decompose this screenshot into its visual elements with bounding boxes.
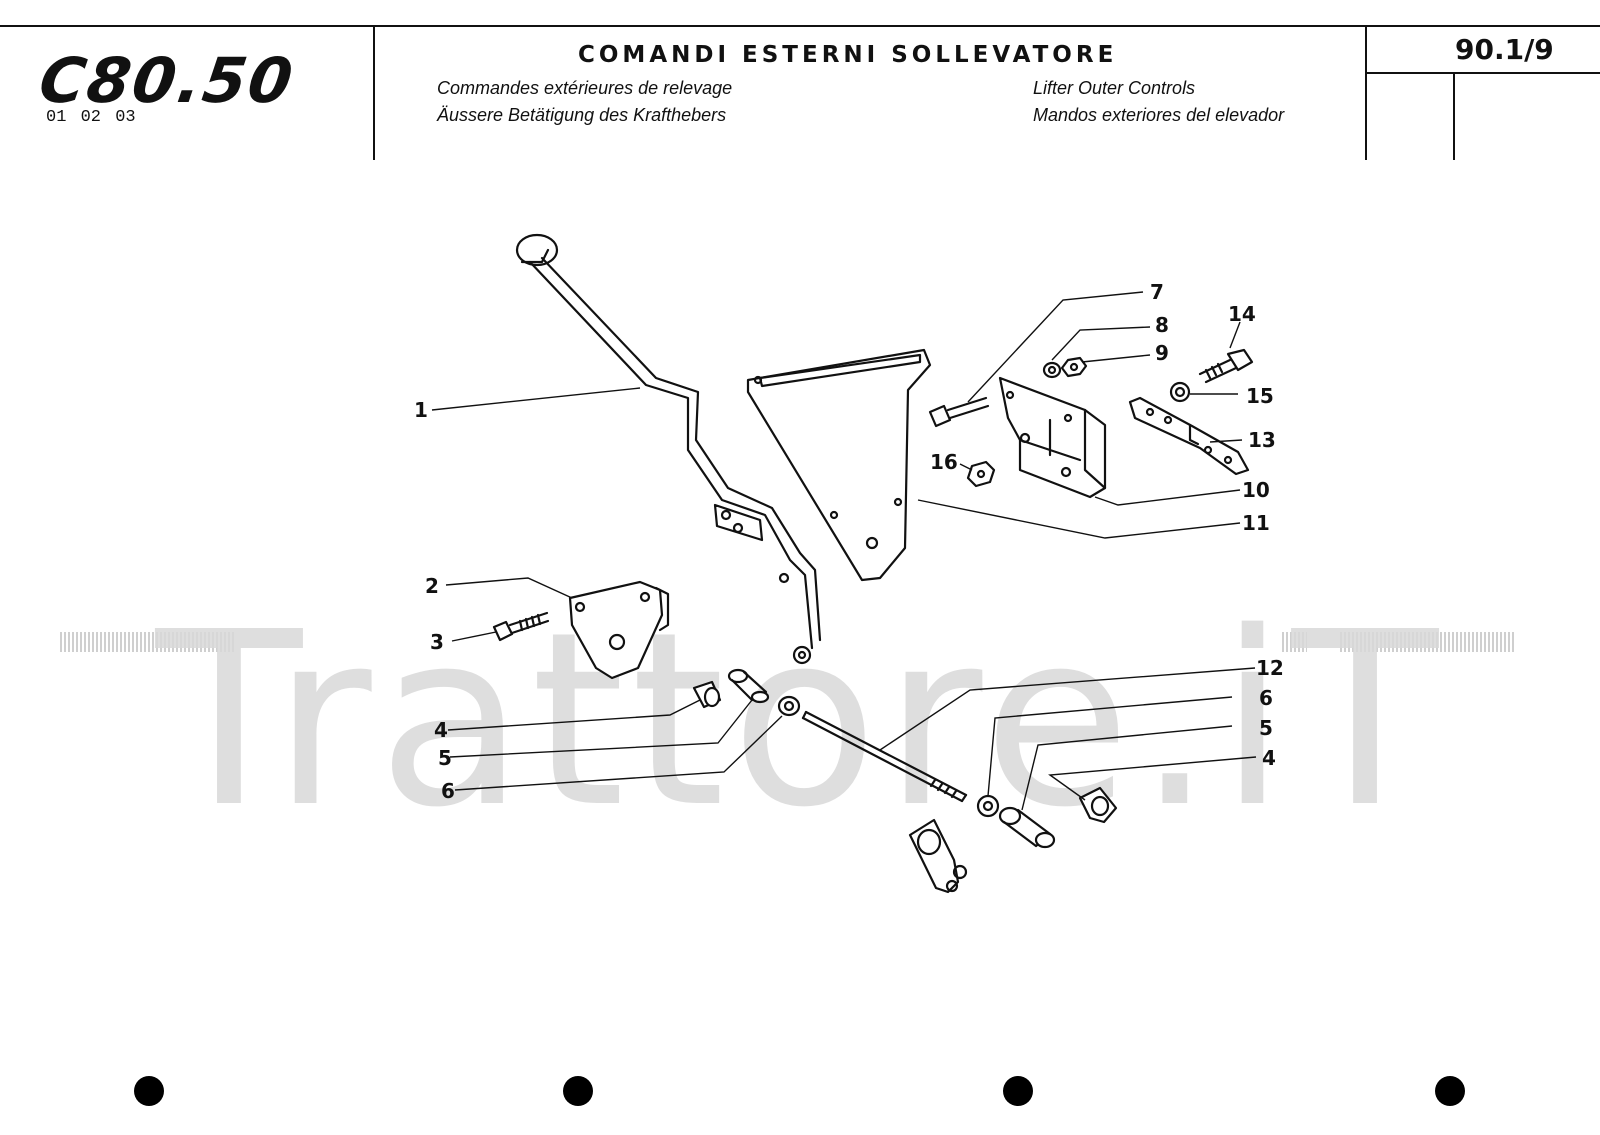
watermark-bar-right (1340, 632, 1515, 652)
callout-6-right: 6 (1259, 686, 1273, 710)
callout-7: 7 (1150, 280, 1164, 304)
watermark: Trattore.iT (155, 580, 1445, 860)
leader-6-right (987, 696, 1233, 797)
part-5-pin-right (998, 806, 1056, 849)
callout-10: 10 (1242, 478, 1270, 502)
page-code-box-divider (1453, 72, 1455, 160)
callout-9: 9 (1155, 341, 1169, 365)
callout-5-left: 5 (438, 746, 452, 770)
part-6-bushing-left (777, 695, 801, 717)
callout-16: 16 (930, 450, 958, 474)
header-top-rule (0, 25, 1600, 27)
subtitle-de: Äussere Betätigung des Krafthebers (437, 105, 727, 125)
callout-11: 11 (1242, 511, 1270, 535)
leader-4-left (447, 699, 701, 731)
part-4-clip-left (692, 680, 722, 709)
leader-2 (445, 577, 573, 599)
page-code-box-bottom (1365, 72, 1600, 74)
callout-8: 8 (1155, 313, 1169, 337)
leader-1 (431, 387, 641, 411)
subtitle-en: Lifter Outer Controls (1033, 78, 1196, 98)
callout-5-right: 5 (1259, 716, 1273, 740)
callout-15: 15 (1246, 384, 1274, 408)
callout-14: 14 (1228, 302, 1256, 326)
part-7-bolt (928, 396, 990, 428)
leader-9 (1081, 354, 1151, 363)
part-12-rod (801, 710, 968, 803)
leader-5-left (449, 699, 753, 758)
part-10-bracket (998, 376, 1107, 499)
part-4-clip-right (1078, 786, 1118, 824)
part-9-nut (1060, 356, 1088, 378)
leader-12 (879, 667, 1256, 751)
page-code: 90.1/9 (1455, 33, 1554, 66)
part-5-pin-left (727, 668, 770, 704)
callout-2: 2 (425, 574, 439, 598)
part-1-lever (515, 233, 822, 665)
model-versions: 01 02 03 (46, 108, 136, 127)
punch-hole-3 (1003, 1076, 1033, 1106)
callout-4-right: 4 (1262, 746, 1276, 770)
leader-6-left (454, 715, 783, 791)
part-2-plate (568, 580, 670, 680)
part-14-bolt (1198, 348, 1254, 384)
leader-3 (451, 631, 497, 642)
part-3-bolt (492, 611, 550, 642)
subtitle-es: Mandos exteriores del elevador (1033, 105, 1285, 125)
leader-10 (1094, 489, 1241, 506)
header-divider-left (373, 25, 375, 160)
header-divider-right (1365, 25, 1367, 160)
callout-13: 13 (1248, 428, 1276, 452)
part-6-bushing-right (976, 794, 1000, 818)
leader-4-right (1048, 756, 1257, 801)
leader-8 (1051, 326, 1151, 361)
watermark-bar-mid (1282, 632, 1307, 652)
punch-hole-2 (563, 1076, 593, 1106)
watermark-bar-left (60, 632, 235, 652)
leader-5-right (1021, 725, 1233, 811)
part-8-washer (1042, 361, 1062, 379)
part-13-strap (1128, 396, 1250, 476)
punch-hole-1 (134, 1076, 164, 1106)
page-title: COMANDI ESTERNI SOLLEVATORE (578, 42, 1118, 68)
leader-16 (959, 463, 973, 471)
leader-13 (1209, 439, 1243, 443)
part-11-quadrant (746, 348, 932, 582)
rod-end-bracket (908, 818, 968, 894)
punch-hole-4 (1435, 1076, 1465, 1106)
callout-1: 1 (414, 398, 428, 422)
part-15-washer (1169, 381, 1191, 403)
callout-12: 12 (1256, 656, 1284, 680)
callout-4-left: 4 (434, 718, 448, 742)
subtitle-fr: Commandes extérieures de relevage (437, 78, 733, 98)
part-16-nut (966, 460, 996, 488)
leader-11 (917, 499, 1241, 539)
leader-7 (967, 291, 1144, 403)
leader-14 (1229, 321, 1241, 349)
callout-3: 3 (430, 630, 444, 654)
callout-6-left: 6 (441, 779, 455, 803)
